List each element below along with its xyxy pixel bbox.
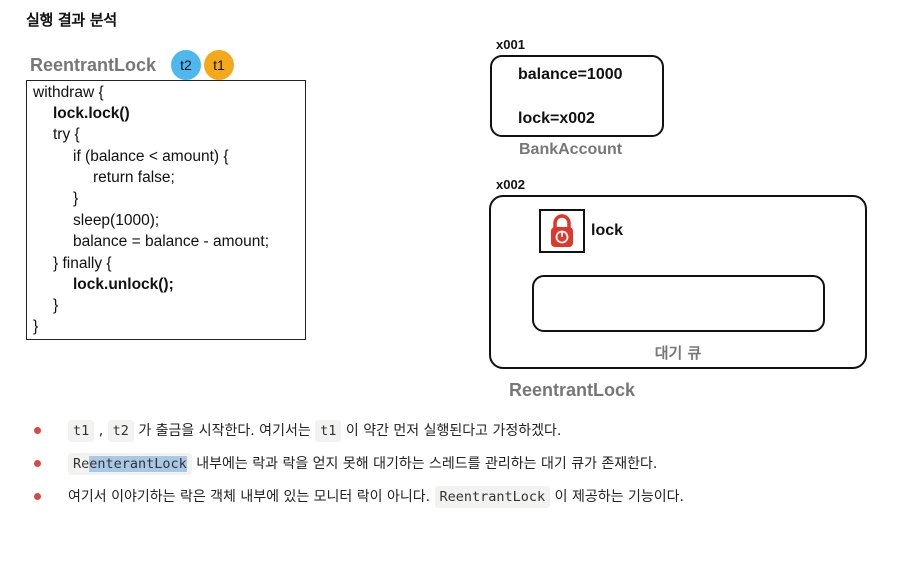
code-line: lock.lock()	[53, 105, 130, 122]
lock-field: lock=x002	[518, 110, 595, 127]
reentrant-lock-title: ReentrantLock	[30, 55, 157, 75]
code-chip: t1	[315, 420, 342, 442]
code-line: }	[53, 297, 59, 314]
thread-badge-t2: t2	[171, 50, 201, 80]
code-line: lock.unlock();	[73, 276, 174, 293]
bullet-text: ReenterantLock 내부에는 락과 락을 얻지 못해 대기하는 스레드…	[68, 451, 657, 477]
wait-queue-box	[532, 275, 825, 332]
bank-account-box: balance=1000 lock=x002	[490, 55, 664, 137]
text: 이 제공하는 기능이다.	[554, 489, 684, 505]
lock-icon-frame	[539, 209, 585, 253]
code-line: balance = balance - amount;	[73, 233, 270, 250]
wait-queue-label: 대기 큐	[654, 344, 702, 362]
reentrant-lock-object-label: ReentrantLock	[509, 380, 636, 400]
text: 이 약간 먼저 실행된다고 가정하겠다.	[345, 423, 562, 439]
separator: ,	[98, 423, 104, 439]
balance-field: balance=1000	[518, 66, 623, 83]
code-chip: ReenterantLock	[68, 453, 192, 475]
bank-account-label: BankAccount	[519, 141, 623, 158]
code-chip: t1	[68, 420, 95, 442]
code-chip: t2	[107, 420, 134, 442]
code-line: }	[33, 318, 39, 335]
reentrant-lock-address: x002	[496, 177, 525, 192]
section-title: 실행 결과 분석	[26, 11, 117, 29]
code-line: if (balance < amount) {	[73, 148, 229, 165]
text: 가 출금을 시작한다. 여기서는	[138, 423, 311, 439]
bullet-text: t1 , t2 가 출금을 시작한다. 여기서는 t1 이 약간 먼저 실행된다…	[68, 418, 561, 444]
thread-badge-t1: t1	[204, 50, 234, 80]
code-line: try {	[53, 126, 80, 143]
highlighted-code: enterantLock	[89, 456, 187, 472]
code-prefix: Re	[73, 456, 90, 472]
text: 여기서 이야기하는 락은 객체 내부에 있는 모니터 락이 아니다.	[68, 489, 431, 505]
bullet-dot	[34, 460, 41, 467]
code-line: withdraw {	[33, 84, 104, 101]
text: 내부에는 락과 락을 얻지 못해 대기하는 스레드를 관리하는 대기 큐가 존재…	[196, 456, 658, 472]
bank-account-address: x001	[496, 37, 525, 52]
code-line: sleep(1000);	[73, 212, 160, 229]
bullet-dot	[34, 493, 41, 500]
code-box: withdraw { lock.lock() try { if (balance…	[26, 80, 306, 340]
reentrant-lock-box: lock 대기 큐	[489, 195, 867, 369]
lock-label: lock	[591, 222, 624, 239]
bullet-text: 여기서 이야기하는 락은 객체 내부에 있는 모니터 락이 아니다. Reent…	[68, 484, 684, 510]
padlock-icon	[551, 214, 573, 247]
code-line: return false;	[93, 169, 175, 186]
code-line: } finally {	[53, 255, 112, 272]
code-line: }	[73, 190, 79, 207]
bullet-dot	[34, 427, 41, 434]
code-chip: ReentrantLock	[434, 486, 551, 508]
